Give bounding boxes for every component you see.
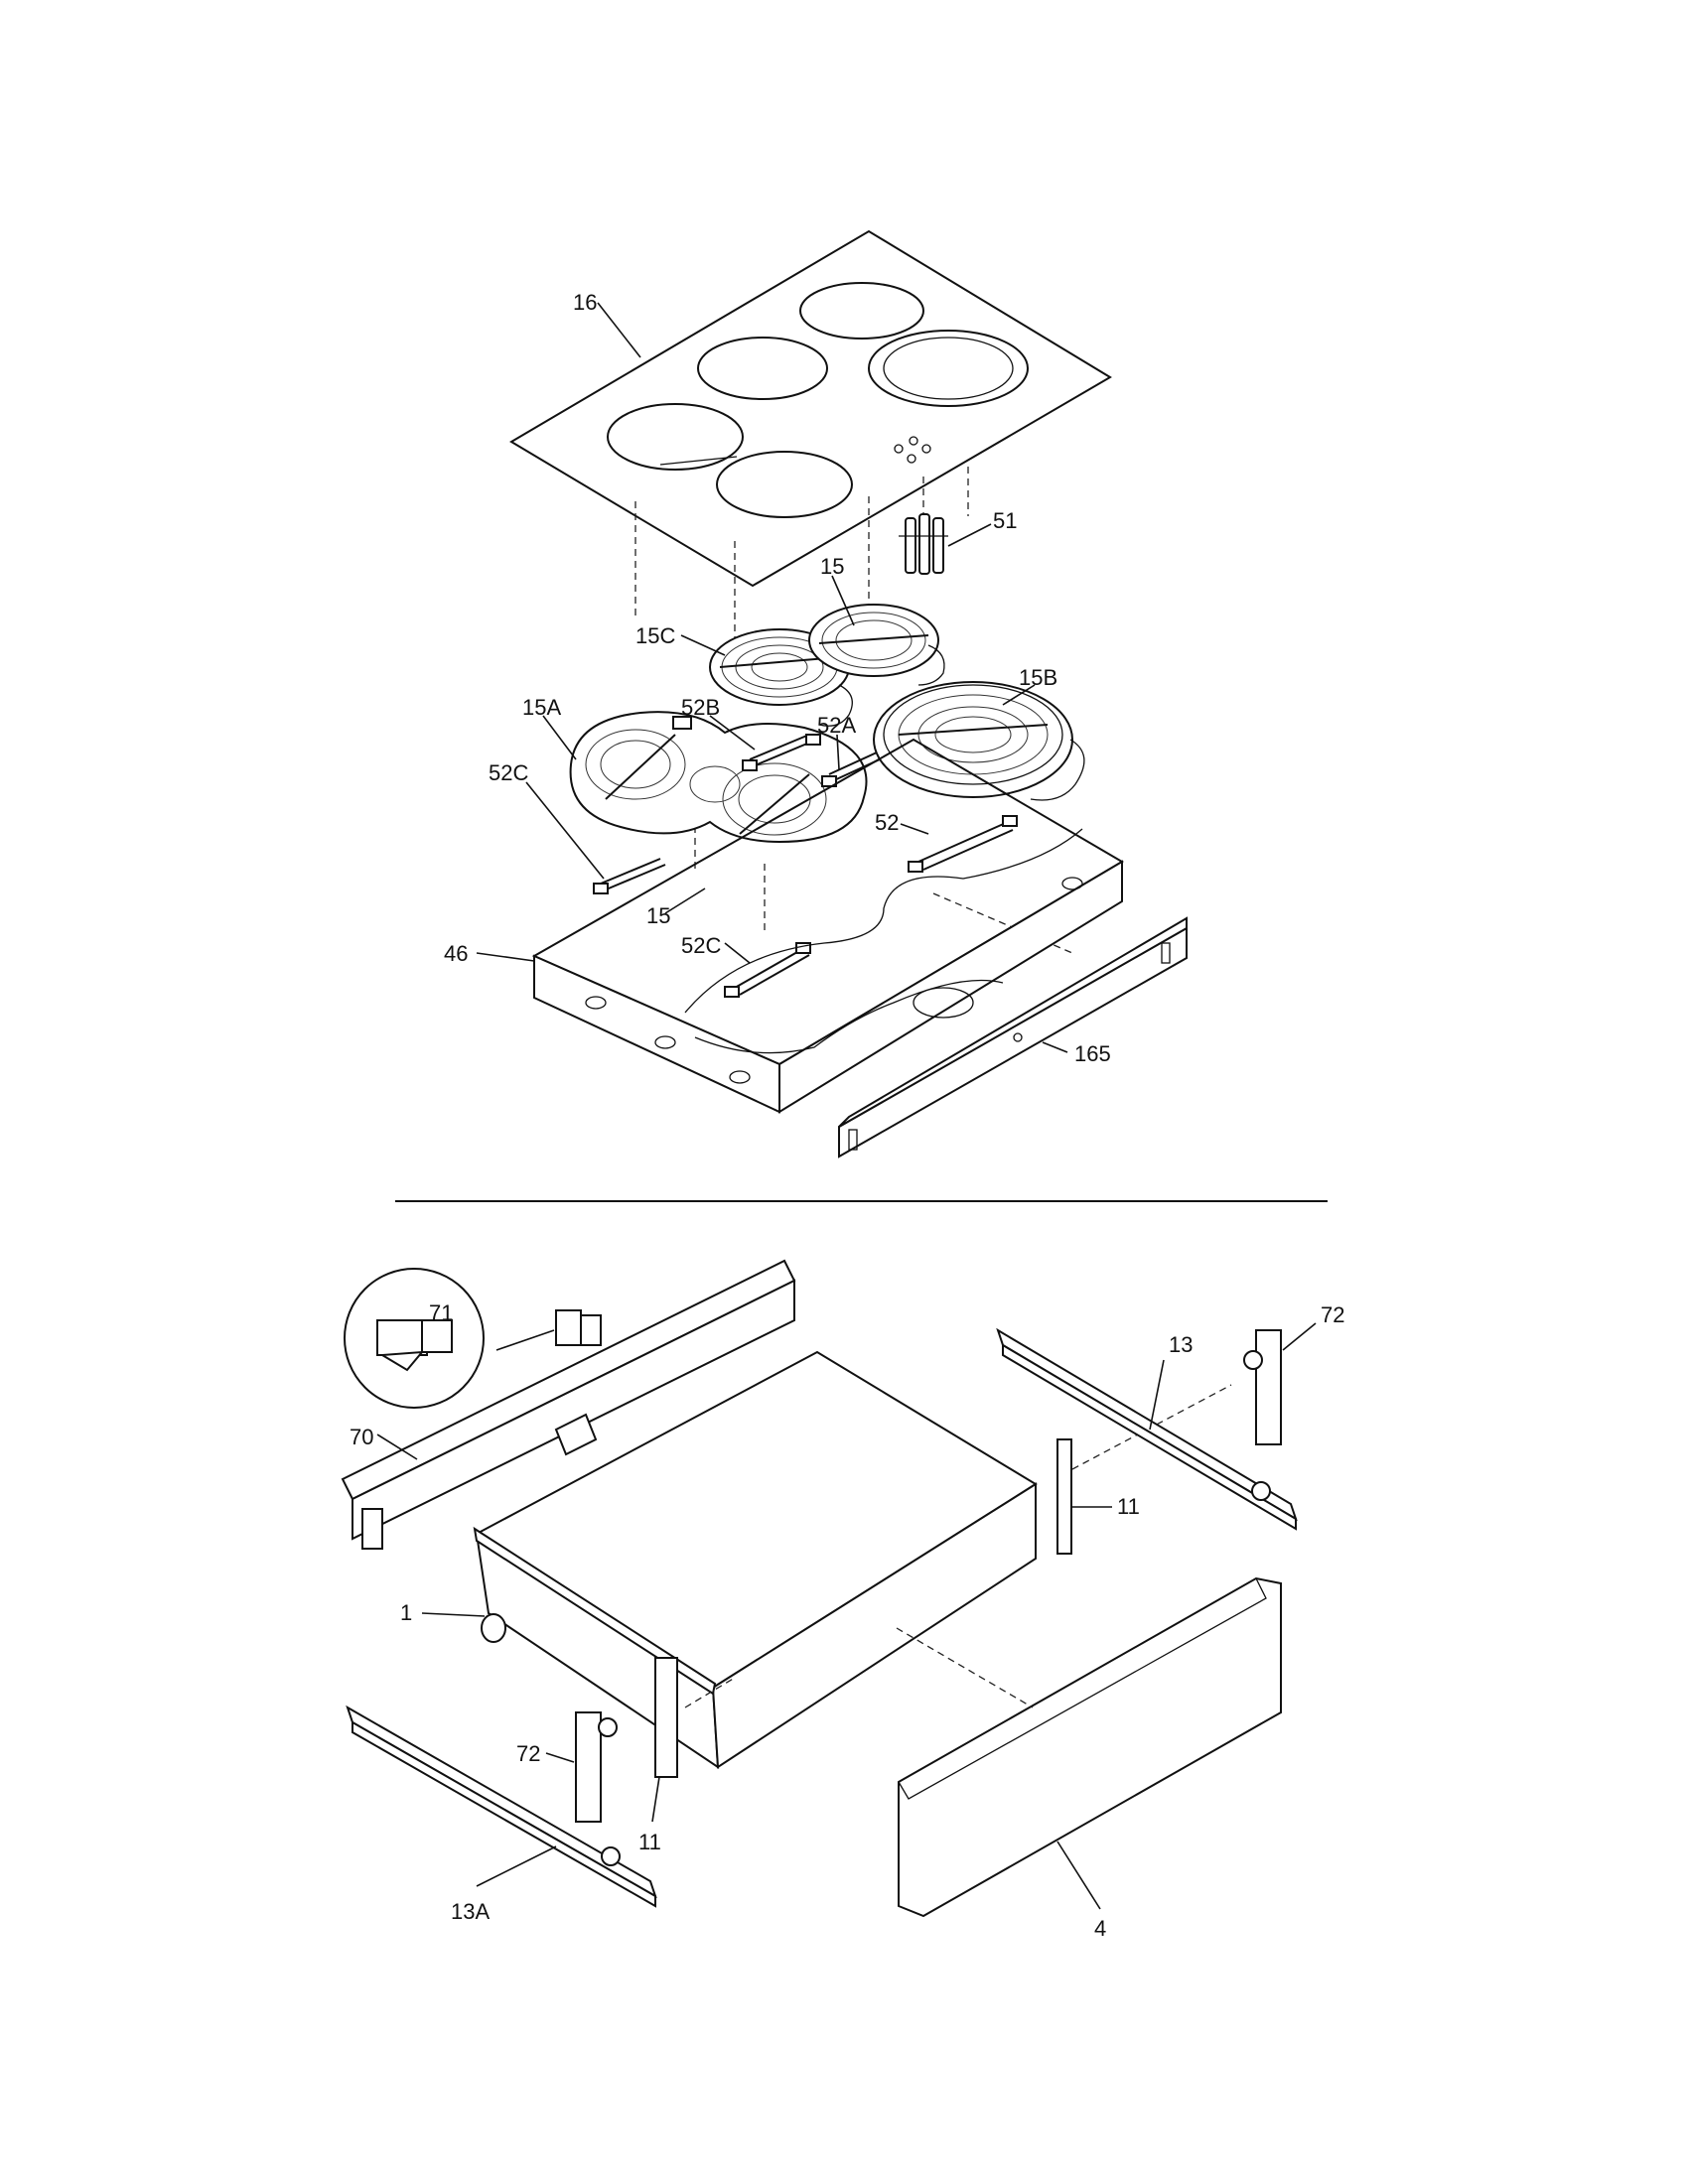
label-11-right: 11: [1117, 1494, 1140, 1519]
label-71: 71: [429, 1300, 453, 1325]
label-52c-bottom: 52C: [681, 933, 721, 958]
label-1: 1: [400, 1600, 412, 1625]
latch-71: [555, 1309, 602, 1346]
label-13: 13: [1169, 1332, 1193, 1357]
infinite-switches: [899, 513, 948, 575]
label-51: 51: [993, 508, 1017, 533]
roller-bracket-72-right: [1243, 1329, 1282, 1445]
drawer-front-panel: [896, 1576, 1282, 1918]
drawer-slide-13a: [346, 1705, 657, 1908]
radiant-element-15-top: [808, 604, 945, 686]
label-11-left: 11: [638, 1830, 661, 1854]
drawer-slide-13: [996, 1327, 1298, 1531]
drawer-rail-70: [341, 1259, 796, 1550]
part-labels: 16 51 15 15C 15B 15A 52B 52A 52C 52 15 4…: [350, 290, 1344, 1941]
label-15a: 15A: [522, 695, 561, 720]
cooktop-box: [531, 738, 1124, 1114]
label-16: 16: [573, 290, 597, 315]
label-15-top: 15: [820, 554, 844, 579]
label-52: 52: [875, 810, 899, 835]
label-72-right: 72: [1321, 1302, 1344, 1327]
label-52c-left: 52C: [489, 760, 528, 785]
label-52b: 52B: [681, 695, 720, 720]
label-15-bottom: 15: [646, 903, 670, 928]
radiant-element-15b: [873, 681, 1085, 801]
label-15b: 15B: [1019, 665, 1057, 690]
label-46: 46: [444, 941, 468, 966]
label-13a: 13A: [451, 1899, 490, 1924]
label-70: 70: [350, 1425, 373, 1449]
cooktop-glass: [509, 229, 1112, 588]
drawer-bracket-11-left: [654, 1657, 736, 1778]
label-52a: 52A: [817, 713, 856, 738]
label-4: 4: [1094, 1916, 1106, 1941]
drawer-bracket-11-right: [1056, 1384, 1232, 1555]
drawer-body: [473, 1350, 1038, 1769]
element-brackets: [593, 734, 1018, 998]
detail-circle-71: [344, 1268, 485, 1409]
label-15c: 15C: [635, 623, 675, 648]
roller-bracket-72-left: [575, 1711, 618, 1823]
front-rail-165: [838, 916, 1188, 1159]
leader-lines: [376, 302, 1317, 1910]
label-72-left: 72: [516, 1741, 540, 1766]
label-165: 165: [1074, 1041, 1111, 1066]
